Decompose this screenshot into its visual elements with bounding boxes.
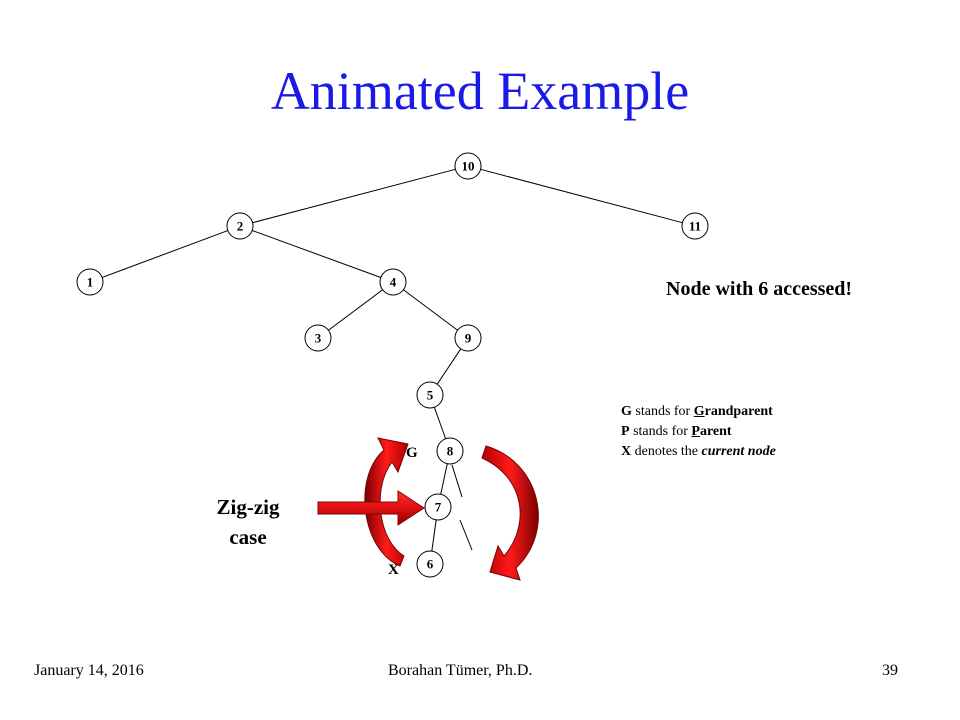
current-node-marker: X [388, 562, 399, 578]
tree-edges [102, 168, 683, 552]
legend: G stands for Grandparent P stands for Pa… [621, 402, 776, 462]
tree-node-9: 9 [454, 324, 482, 352]
tree-edge-10-2 [252, 168, 456, 224]
ghost-edge-left [451, 464, 463, 498]
node-label: 2 [237, 219, 244, 234]
node-circle [454, 324, 482, 352]
node-circle [424, 493, 452, 521]
tree-node-6: 6 [416, 550, 444, 578]
tree-node-10: 10 [454, 152, 482, 180]
node-label: 9 [465, 331, 472, 346]
tree-node-11: 11 [681, 212, 709, 240]
tree-edge-4-9 [403, 289, 458, 331]
tree-node-8: 8 [436, 437, 464, 465]
tree-edge-5-8 [433, 407, 447, 439]
legend-grandparent: G stands for Grandparent [621, 404, 773, 419]
legend-current: X denotes the current node [621, 444, 776, 459]
tree-edge-8-7 [440, 463, 448, 495]
tree-node-4: 4 [379, 268, 407, 296]
ghost-edge-right [459, 519, 473, 551]
node-circle [379, 268, 407, 296]
pointer-arrow [317, 490, 425, 526]
tree-edge-2-1 [102, 230, 228, 278]
node-label: 8 [447, 444, 454, 459]
node-label: 7 [435, 500, 442, 515]
tree-edge-4-3 [328, 289, 383, 331]
rotate-down-arrow [481, 445, 539, 581]
node-label: 1 [87, 275, 94, 290]
node-circle [454, 152, 482, 180]
node-circle [76, 268, 104, 296]
slide-title: Animated Example [270, 61, 690, 121]
tree-node-1: 1 [76, 268, 104, 296]
node-label: 6 [427, 557, 434, 572]
accessed-message: Node with 6 accessed! [666, 278, 853, 300]
tree-edge-9-5 [436, 348, 462, 385]
node-circle [226, 212, 254, 240]
footer-date: January 14, 2016 [34, 662, 144, 679]
grandparent-marker: G [406, 445, 418, 461]
node-label: 10 [462, 159, 475, 174]
node-circle [681, 212, 709, 240]
node-circle [304, 324, 332, 352]
footer-page-number: 39 [882, 662, 898, 679]
tree-node-5: 5 [416, 381, 444, 409]
tree-edge-10-11 [480, 168, 683, 224]
node-label: 3 [315, 331, 322, 346]
tree-node-2: 2 [226, 212, 254, 240]
case-label: Zig-zig case [216, 495, 280, 549]
legend-parent: P stands for Parent [621, 424, 732, 439]
node-label: 5 [427, 388, 434, 403]
tree-node-3: 3 [304, 324, 332, 352]
node-label: 11 [689, 219, 701, 234]
rotate-up-arrow [364, 437, 409, 567]
node-circle [416, 381, 444, 409]
node-circle [436, 437, 464, 465]
tree-edge-7-6 [431, 519, 437, 552]
tree-node-7: 7 [424, 493, 452, 521]
node-label: 4 [390, 275, 397, 290]
tree-edge-2-4 [252, 229, 381, 279]
footer-author: Borahan Tümer, Ph.D. [388, 662, 533, 679]
node-circle [416, 550, 444, 578]
